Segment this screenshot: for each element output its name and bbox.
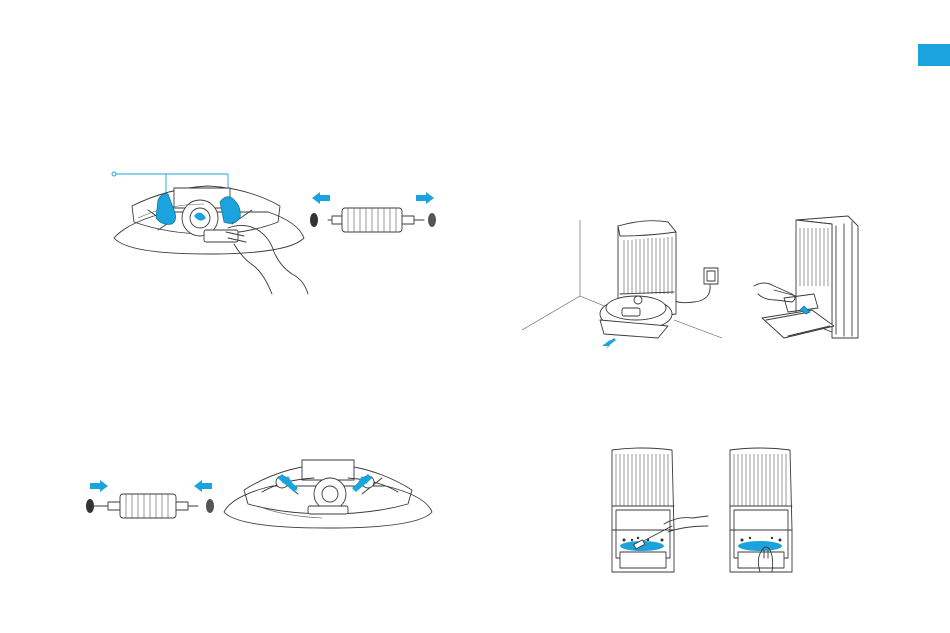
mop-cover-press-icon (222, 456, 434, 532)
roller-arrows-inward-icon (80, 476, 222, 526)
dock-robot-outlet-icon (518, 214, 724, 354)
section-tab (918, 44, 950, 66)
dock-front-hand-icon (726, 446, 806, 576)
dock-tray-hand-icon (752, 214, 862, 344)
mop-cover-hands-icon (108, 166, 318, 298)
dock-front-brush-icon (608, 446, 710, 576)
roller-arrows-outward-icon (302, 192, 444, 242)
